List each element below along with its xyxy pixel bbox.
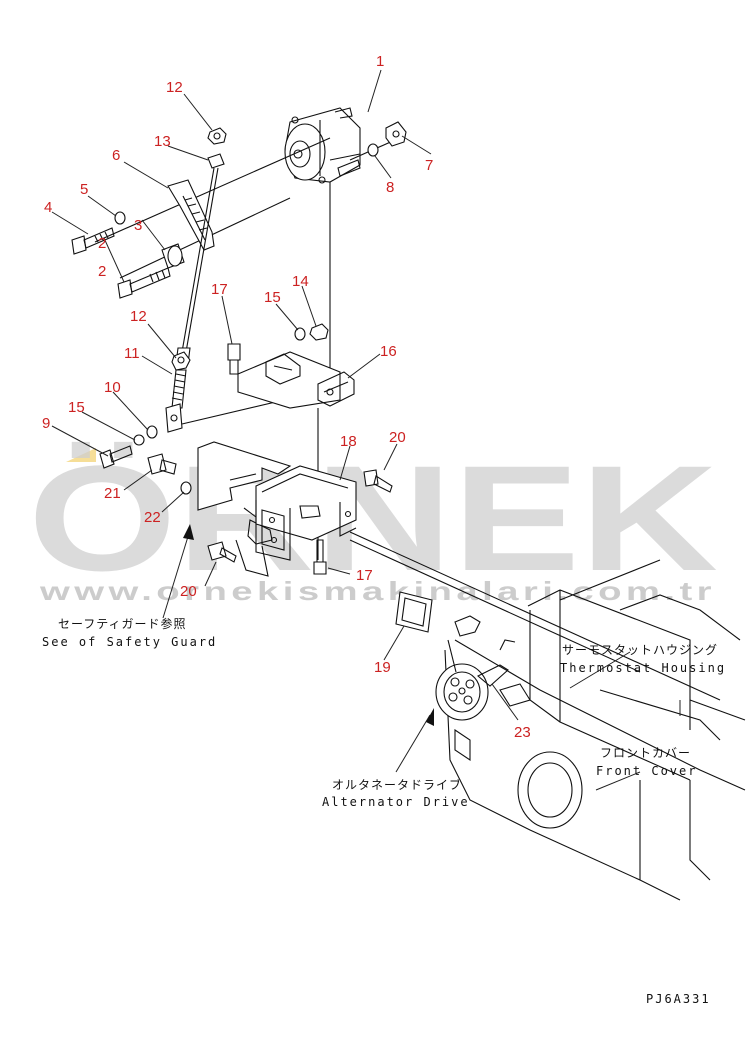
adjusting-bracket [167,179,215,251]
callout-2a: 2 [98,235,106,252]
callout-18: 18 [340,433,357,450]
callout-12b: 12 [130,308,147,325]
front-cover-label-en: Front Cover [596,764,697,778]
callout-11: 11 [124,345,140,362]
mount-axis-line [94,137,331,243]
callout-17a: 17 [211,281,228,298]
alternator-drive-pulley [435,639,509,721]
callout-10: 10 [104,379,121,396]
thermostat-label-jp: サーモスタットハウジング [562,643,718,657]
support-bracket-16 [237,351,355,409]
watermark-url: www.ornekismakinalari.com.tr [39,576,716,606]
callout-8: 8 [386,179,394,196]
bracket-18 [255,465,357,561]
drawing-code: PJ6A331 [646,992,711,1006]
callout-2b: 2 [98,263,106,280]
callout-20a: 20 [389,429,406,446]
alternator [284,107,361,184]
alternator-drive-label-en: Alternator Drive [322,795,470,809]
callout-5: 5 [80,181,88,198]
callout-4: 4 [44,199,52,216]
safety-guard-label-jp: セーフティガード参照 [58,616,187,631]
callout-6: 6 [112,147,120,164]
callout-22: 22 [144,509,161,526]
callout-3: 3 [134,217,142,234]
watermark-brand: ÖRNEK [28,434,718,602]
callout-1: 1 [376,53,384,70]
thermostat-label-en: Thermostat Housing [560,661,726,675]
callout-13: 13 [154,133,171,150]
callout-15b: 15 [68,399,85,416]
leader-lines [51,69,681,791]
callout-19: 19 [374,659,391,676]
engine-block [349,531,746,901]
callout-7: 7 [425,157,433,174]
callout-15a: 15 [264,289,281,306]
gasket-19 [395,591,433,633]
watermark: ÖRNEK www.ornekismakinalari.com.tr [28,434,718,606]
callout-23: 23 [514,724,531,741]
alternator-drive-label-jp: オルタネータドライブ [332,777,462,792]
safety-guard-label-en: See of Safety Guard [42,635,217,649]
callout-21: 21 [104,485,121,502]
callout-20b: 20 [180,583,197,600]
labels: セーフティガード参照 See of Safety Guard サーモスタットハウ… [42,616,726,1006]
front-cover-label-jp: フロントカバー [600,746,691,760]
callout-14: 14 [292,273,309,290]
callout-17b: 17 [356,567,373,584]
callout-9: 9 [42,415,50,432]
callout-12a: 12 [166,79,183,96]
callouts: 1 2 2 3 4 5 6 7 8 9 10 11 12 12 13 14 15… [42,53,531,741]
callout-16: 16 [380,343,397,360]
